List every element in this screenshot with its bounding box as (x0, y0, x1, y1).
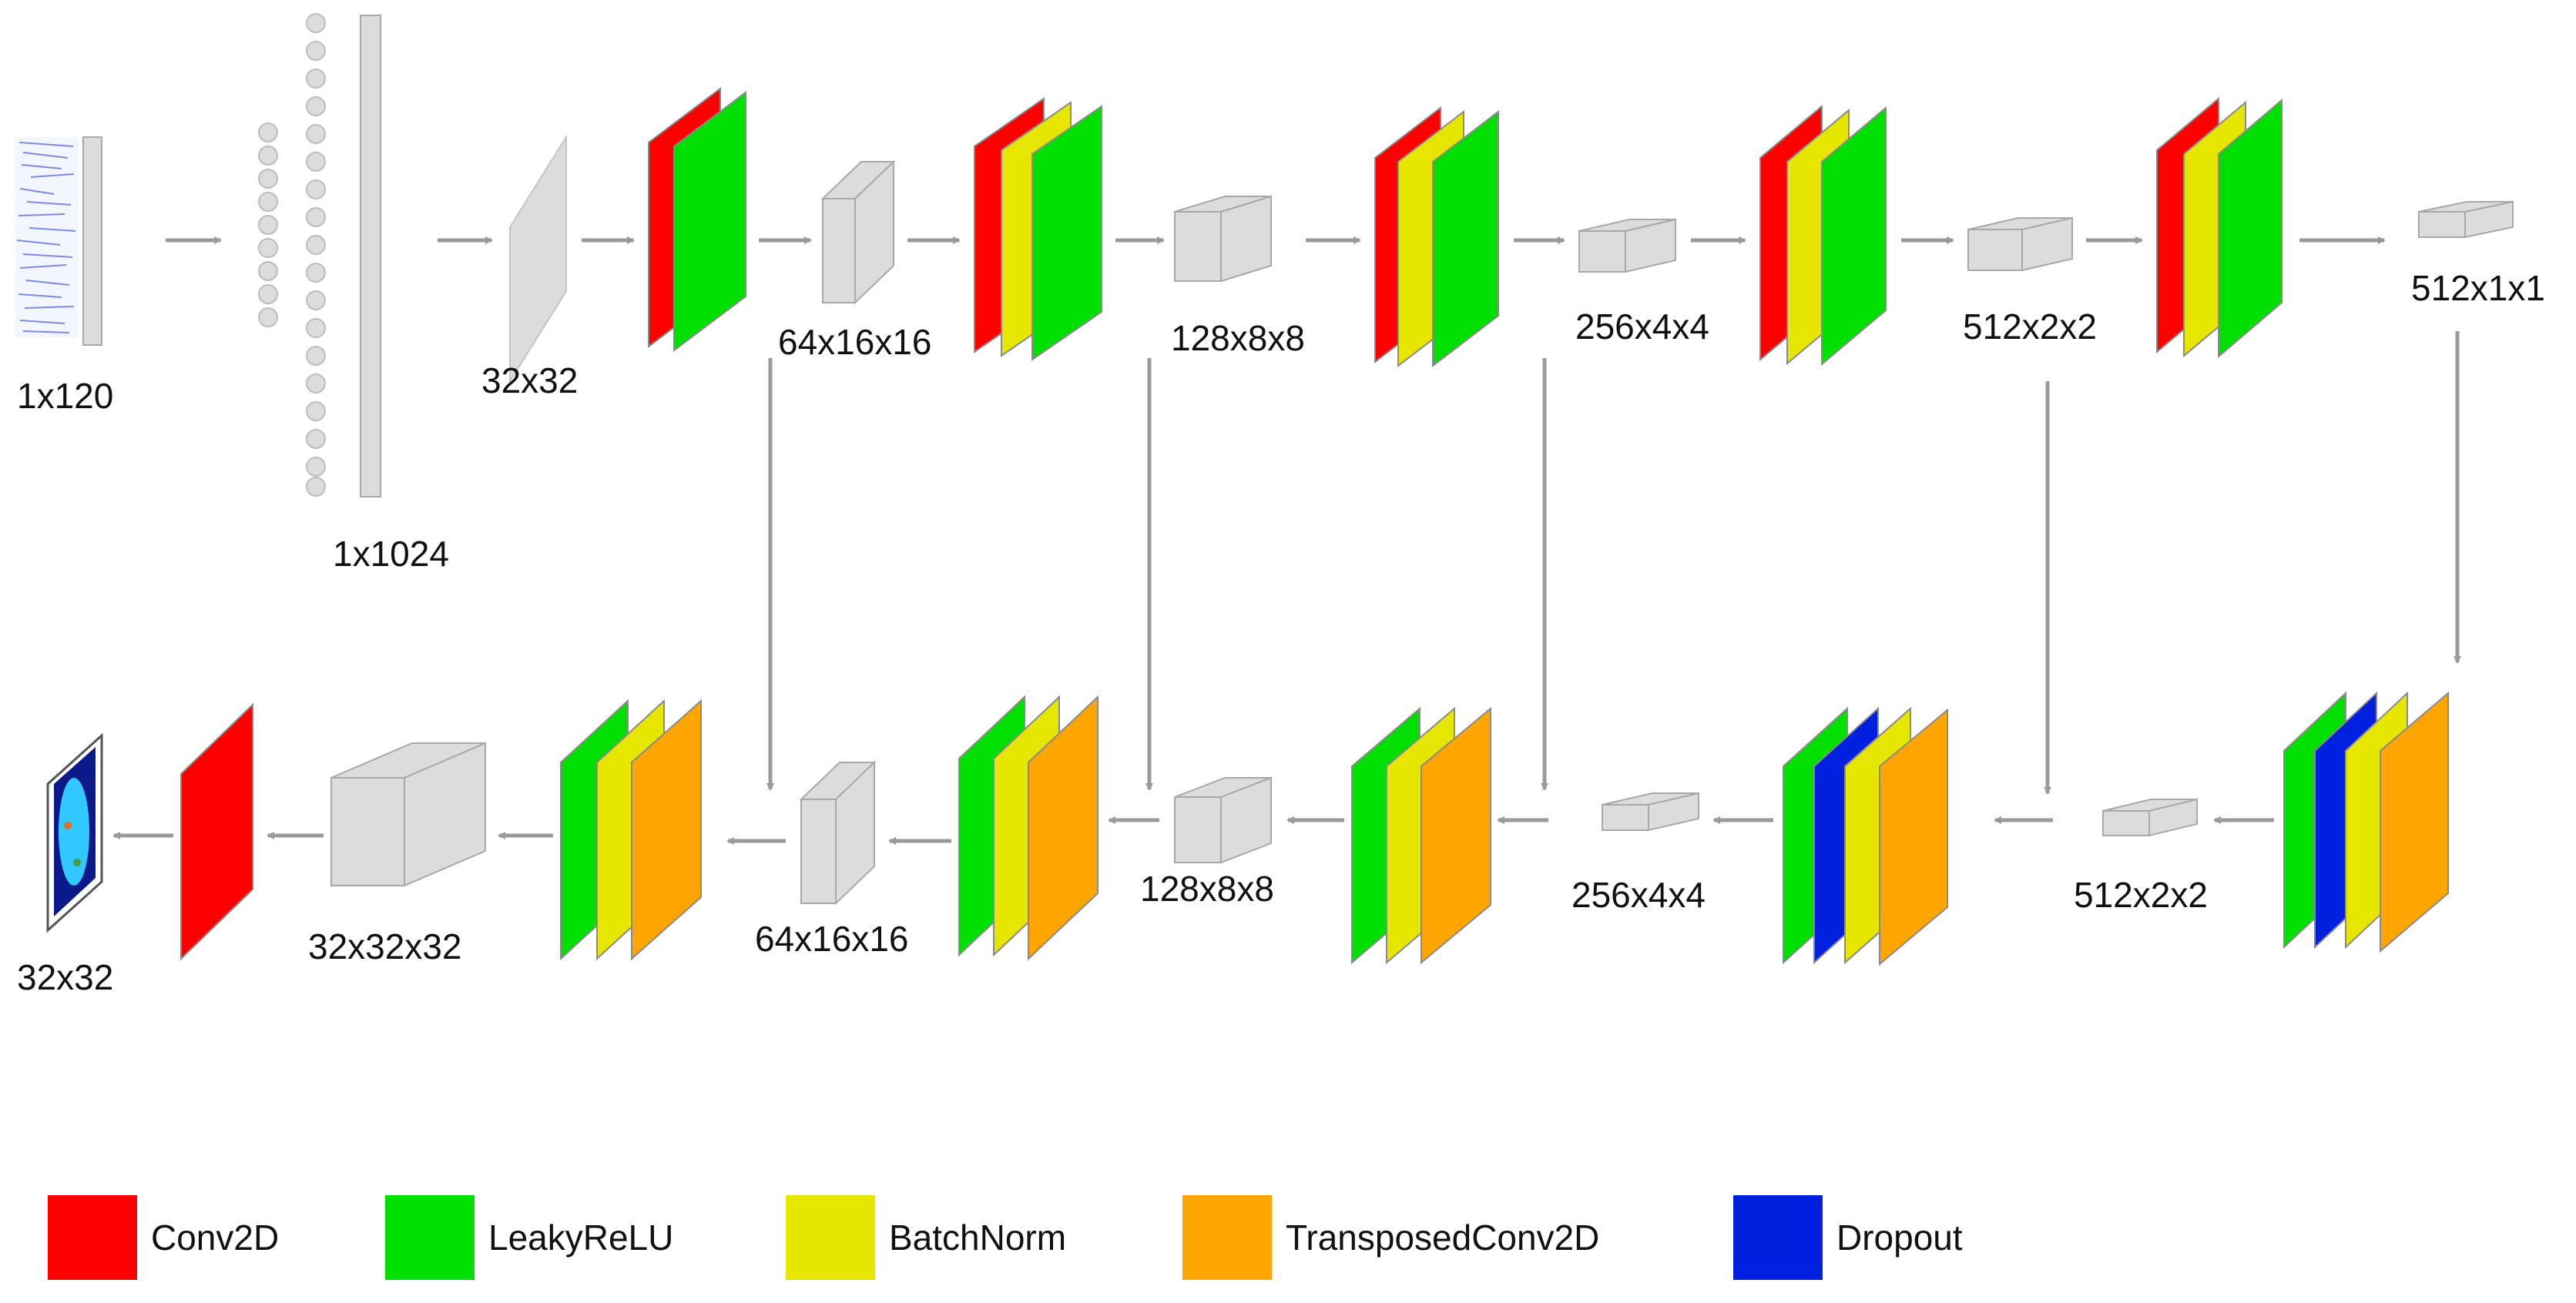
legend-label-leaky-relu: LeakyReLU (488, 1218, 674, 1258)
label-bottleneck: 512x1x1 (2411, 268, 2545, 308)
encoder-block-4 (1759, 104, 1887, 367)
decoder-block-3 (1351, 706, 1491, 965)
legend-label-transposed-conv2d: TransposedConv2D (1286, 1218, 1600, 1258)
label-dense: 1x1024 (333, 534, 449, 574)
label-enc4: 512x2x2 (1963, 306, 2097, 347)
label-output: 32x32 (17, 957, 113, 997)
label-dec1: 64x16x16 (755, 919, 909, 959)
encoder-block-5 (2156, 96, 2283, 359)
encoder-block-3 (1374, 106, 1499, 368)
encoder-block-2 (974, 97, 1102, 361)
label-enc1: 64x16x16 (778, 322, 932, 362)
legend-swatch-conv2d (48, 1195, 137, 1280)
legend-swatch-dropout (1733, 1195, 1823, 1280)
label-enc3: 256x4x4 (1575, 306, 1709, 347)
legend-swatch-transposed-conv2d (1182, 1195, 1272, 1280)
tensor-enc2-128x8x8 (1174, 195, 1272, 283)
dense-layer-nodes (258, 13, 326, 497)
encoder-block-1 (648, 86, 746, 353)
tensor-dec3-256x4x4 (1602, 792, 1699, 832)
tensor-enc4-512x2x2 (1967, 216, 2073, 272)
legend-swatch-leaky-relu (385, 1195, 475, 1280)
decoder-block-2 (958, 695, 1098, 961)
label-dec3: 256x4x4 (1571, 875, 1706, 915)
legend-label-dropout: Dropout (1836, 1218, 1963, 1258)
label-dec4: 512x2x2 (2074, 875, 2208, 915)
dense-layer-bar (360, 15, 381, 497)
legend-swatch-batch-norm (786, 1195, 875, 1280)
label-enc-in: 32x32 (481, 360, 578, 400)
input-signal-thumbnail (15, 136, 102, 346)
label-input-vector: 1x120 (17, 376, 113, 416)
output-image-thumbnail (46, 732, 103, 933)
flow-arrows (112, 236, 2461, 845)
tensor-dec4-512x2x2 (2102, 798, 2198, 837)
label-dec2: 128x8x8 (1140, 869, 1274, 909)
tensor-dec1-64x16x16 (799, 760, 877, 906)
label-enc2: 128x8x8 (1171, 318, 1305, 358)
tensor-dec0-32x32x32 (330, 742, 486, 887)
tensor-bottleneck-512x1x1 (2418, 200, 2514, 239)
legend-label-batch-norm: BatchNorm (889, 1218, 1067, 1258)
tensor-enc3-256x4x4 (1578, 218, 1676, 273)
tensor-enc1-64x16x16 (820, 159, 896, 305)
reshape-32x32-plane (509, 134, 567, 384)
decoder-block-1 (560, 698, 702, 961)
label-dec0: 32x32x32 (308, 926, 462, 966)
legend-label-conv2d: Conv2D (151, 1218, 280, 1258)
tensor-dec2-128x8x8 (1174, 776, 1272, 864)
decoder-block-4 (1783, 706, 1948, 966)
decoder-block-5 (2283, 691, 2449, 953)
final-conv-layer (180, 702, 253, 961)
legend: Conv2D LeakyReLU BatchNorm TransposedCon… (0, 1195, 2576, 1280)
